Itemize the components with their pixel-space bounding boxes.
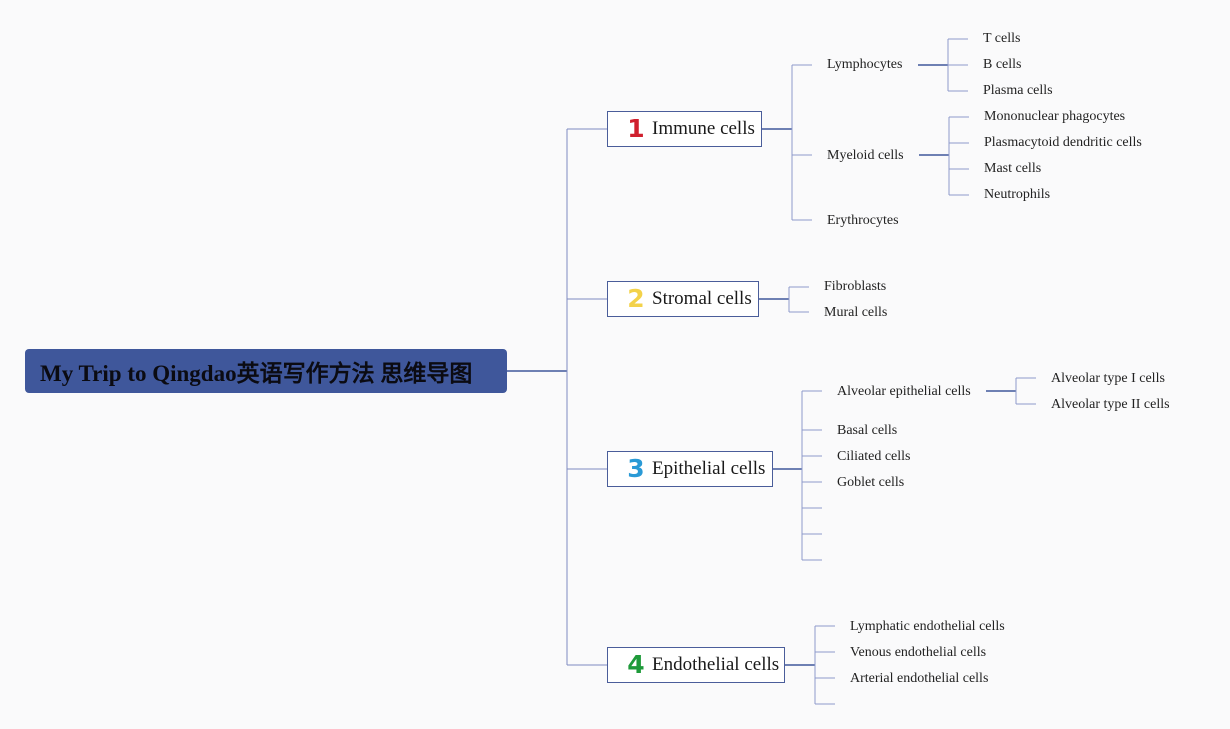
node-plasmacytoid-dendritic-cells[interactable]: Plasmacytoid dendritic cells bbox=[984, 135, 1142, 150]
root-node[interactable]: My Trip to Qingdao英语写作方法 思维导图 bbox=[25, 349, 507, 393]
node-myeloid-cells[interactable]: Myeloid cells bbox=[827, 148, 904, 163]
node-alveolar-epithelial-cells[interactable]: Alveolar epithelial cells bbox=[837, 384, 971, 399]
branch-endothelial-cells[interactable]: 4 Endothelial cells bbox=[607, 647, 785, 683]
node-alveolar-type-ii-cells[interactable]: Alveolar type II cells bbox=[1051, 397, 1170, 412]
node-mononuclear-phagocytes[interactable]: Mononuclear phagocytes bbox=[984, 109, 1126, 124]
branch-label: Epithelial cells bbox=[652, 458, 766, 479]
number-badge-2: 2 bbox=[627, 284, 645, 313]
node-lymphatic-endothelial-cells[interactable]: Lymphatic endothelial cells bbox=[850, 619, 1005, 634]
node-erythrocytes[interactable]: Erythrocytes bbox=[827, 213, 899, 228]
node-ciliated-cells[interactable]: Ciliated cells bbox=[837, 449, 911, 464]
node-goblet-cells[interactable]: Goblet cells bbox=[837, 475, 905, 490]
node-t-cells[interactable]: T cells bbox=[983, 31, 1021, 46]
branch-epithelial-cells[interactable]: 3 Epithelial cells bbox=[607, 451, 773, 487]
branch-immune-cells[interactable]: 1 Immune cells bbox=[607, 111, 762, 147]
node-lymphocytes[interactable]: Lymphocytes bbox=[827, 57, 903, 72]
node-basal-cells[interactable]: Basal cells bbox=[837, 423, 898, 438]
node-plasma-cells[interactable]: Plasma cells bbox=[983, 83, 1053, 98]
node-arterial-endothelial-cells[interactable]: Arterial endothelial cells bbox=[850, 671, 989, 686]
number-badge-1: 1 bbox=[627, 114, 645, 143]
root-title: My Trip to Qingdao英语写作方法 思维导图 bbox=[40, 361, 473, 386]
branch-label: Stromal cells bbox=[652, 288, 752, 309]
node-b-cells[interactable]: B cells bbox=[983, 57, 1022, 72]
node-alveolar-type-i-cells[interactable]: Alveolar type I cells bbox=[1051, 371, 1165, 386]
number-badge-4: 4 bbox=[627, 650, 645, 679]
number-badge-3: 3 bbox=[627, 454, 645, 483]
branch-stromal-cells[interactable]: 2 Stromal cells bbox=[607, 281, 759, 317]
node-mast-cells[interactable]: Mast cells bbox=[984, 161, 1042, 176]
branch-label: Immune cells bbox=[652, 118, 755, 139]
node-fibroblasts[interactable]: Fibroblasts bbox=[824, 279, 887, 294]
node-neutrophils[interactable]: Neutrophils bbox=[984, 187, 1051, 202]
node-mural-cells[interactable]: Mural cells bbox=[824, 305, 888, 320]
node-venous-endothelial-cells[interactable]: Venous endothelial cells bbox=[850, 645, 987, 660]
branch-label: Endothelial cells bbox=[652, 654, 780, 675]
